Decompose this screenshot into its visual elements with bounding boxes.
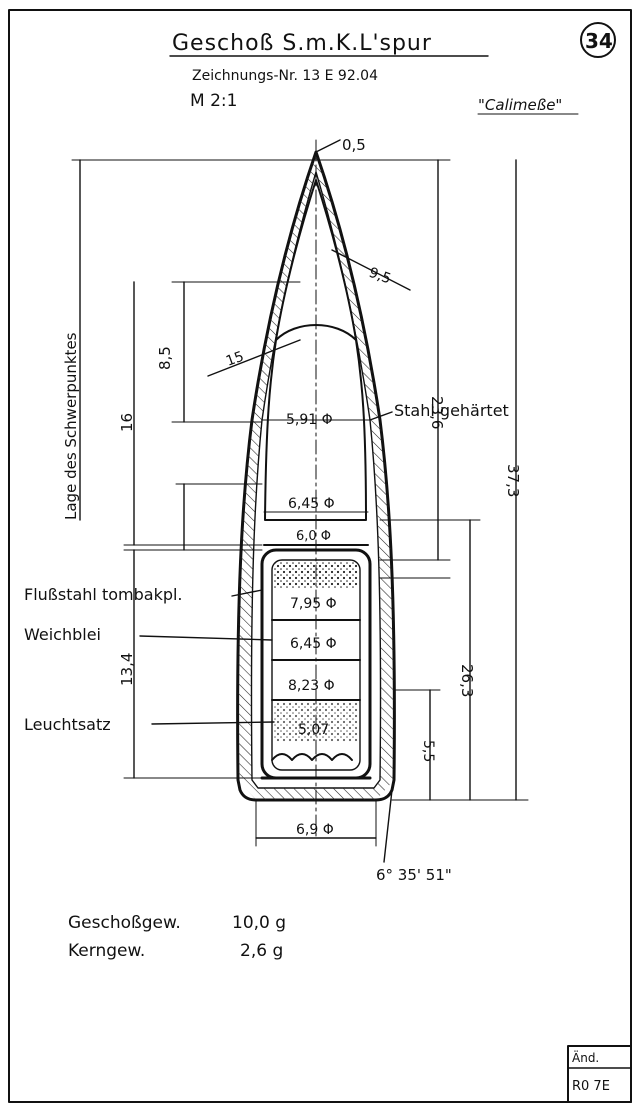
jacket-section <box>237 152 395 800</box>
dim-26-3: 26,3 <box>458 664 476 697</box>
weight-geschoss-value: 10,0 g <box>232 913 286 933</box>
label-stahl: Stahl gehärtet <box>394 401 509 420</box>
dim-radius-inner: 15 <box>224 349 246 370</box>
dim-base-dia: 6,9 Φ <box>296 822 334 838</box>
drawing-scale: M 2:1 <box>190 91 237 111</box>
dim-base-angle: 6° 35' 51" <box>376 866 452 884</box>
leuchtsatz-fill <box>274 702 358 742</box>
sheet-border <box>8 9 632 1103</box>
base-wave <box>271 753 353 761</box>
weight-kern-value: 2,6 g <box>240 941 283 961</box>
dim-23-6: 23,6 <box>428 396 446 429</box>
drawing-number: Zeichnungs-Nr. 13 E 92.04 <box>192 68 378 84</box>
dim-radius-outer: 9,5 <box>367 265 393 288</box>
dim-angle-leader <box>383 789 393 863</box>
stahl-leader <box>369 411 393 421</box>
weichblei-leader <box>139 635 273 641</box>
dim-13-4: 13,4 <box>118 653 136 686</box>
revision-box <box>567 1045 632 1103</box>
dim-6-0: 6,0 Φ <box>296 529 331 544</box>
dim-radius-inner-line <box>207 339 301 377</box>
dim-6-45b: 6,45 Φ <box>290 636 337 652</box>
dim-8-23: 8,23 Φ <box>288 678 335 694</box>
leuchtsatz-leader <box>151 721 275 725</box>
cg-label: Lage des Schwerpunktes <box>62 332 80 520</box>
dim-7-95: 7,95 Φ <box>290 596 337 612</box>
dim-16: 16 <box>118 413 136 432</box>
steel-core <box>275 179 357 341</box>
weight-kern-label: Kerngew. <box>68 941 145 961</box>
dim-37-3: 37,3 <box>504 464 522 497</box>
measure-note: "Calimeße" <box>478 96 562 114</box>
dim-5-5: 5,5 <box>420 740 436 762</box>
tracer-cup-inner <box>271 559 361 771</box>
dim-tip-leader <box>315 139 341 153</box>
revision-label: Änd. <box>572 1050 599 1065</box>
tracer-fill <box>274 562 358 588</box>
label-leuchtsatz: Leuchtsatz <box>24 715 111 734</box>
flussstahl-leader <box>231 589 263 597</box>
dim-8-5: 8,5 <box>156 346 174 370</box>
dim-radius-outer-line <box>331 249 411 291</box>
dim-tip: 0,5 <box>342 136 366 154</box>
sheet-number: 34 <box>585 29 613 53</box>
dim-5-07: 5,07 <box>298 722 329 738</box>
weight-geschoss-label: Geschoßgew. <box>68 913 181 933</box>
revision-value: R0 7E <box>572 1079 610 1094</box>
label-flussstahl: Flußstahl tombakpl. <box>24 585 183 604</box>
sheet-number-circle <box>580 22 616 58</box>
steel-core-body <box>264 339 367 521</box>
label-weichblei: Weichblei <box>24 625 101 644</box>
dim-6-45: 6,45 Φ <box>288 496 335 512</box>
drawing-title: Geschoß S.m.K.L'spur <box>172 31 432 56</box>
